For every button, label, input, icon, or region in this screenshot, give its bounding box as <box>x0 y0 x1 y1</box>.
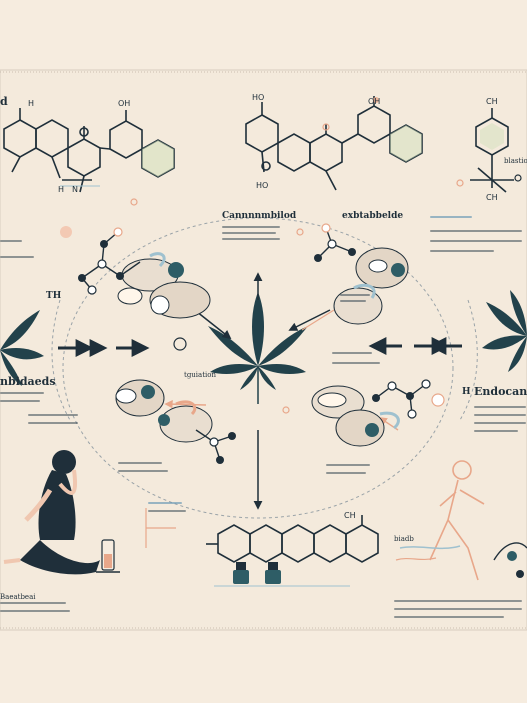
text-line <box>430 216 472 218</box>
receptor-molecule-bottom-left-icon <box>115 379 236 464</box>
left-side-heading: nbidaeds <box>0 375 56 388</box>
right-bottom-label: biadb <box>394 535 414 543</box>
text-line <box>430 230 522 232</box>
text-line <box>28 422 78 424</box>
text-line <box>474 422 526 424</box>
top-left-fragment: d <box>0 95 8 108</box>
text-line <box>332 352 372 354</box>
cannabis-leaf-icon <box>208 292 308 390</box>
text-line <box>148 510 186 512</box>
text-line <box>340 300 366 302</box>
text-line <box>0 610 70 612</box>
text-line <box>326 472 366 474</box>
text-line <box>430 250 494 252</box>
text-line <box>118 462 162 464</box>
atom-ho-top-center: HO <box>252 93 265 102</box>
text-line <box>0 392 44 394</box>
center-left-caption: tguiation <box>184 371 216 379</box>
orbit-path <box>62 217 454 519</box>
text-line <box>118 470 168 472</box>
atom-ch-top-right: CH <box>486 97 498 106</box>
text-line <box>394 616 504 618</box>
text-line <box>394 608 522 610</box>
left-th-label: TH <box>46 291 62 301</box>
dropper-bottle-icon <box>233 562 281 584</box>
center-heading: Cannnnmbilod <box>222 211 297 221</box>
atom-oh-top-center: OH <box>368 97 381 106</box>
text-line <box>394 600 522 602</box>
text-line <box>474 414 526 416</box>
text-line <box>0 256 34 258</box>
text-line <box>222 226 280 228</box>
atom-h-top-left: H <box>28 99 35 108</box>
text-line <box>430 240 522 242</box>
text-line <box>28 414 78 416</box>
atom-ch-bottom: CH <box>344 511 356 520</box>
text-line <box>332 362 380 364</box>
cannabis-leaf-right-icon <box>482 290 527 372</box>
walking-person-icon <box>429 460 485 581</box>
text-line <box>326 464 370 466</box>
atom-oh-top-left: OH <box>118 99 131 108</box>
molecule-bottom-center <box>206 515 379 563</box>
text-line <box>0 240 22 242</box>
receptor-molecule-bottom-right-icon <box>311 379 445 447</box>
atom-ho-bottom-center: HO <box>256 181 269 190</box>
meditating-person-icon <box>3 450 100 575</box>
right-side-heading: Endocan <box>474 385 527 398</box>
molecule-top-right <box>470 108 514 193</box>
text-line <box>222 238 280 240</box>
receptor-molecule-icon <box>60 198 211 351</box>
text-line <box>474 430 518 432</box>
text-line <box>0 400 40 402</box>
bottom-left-caption: Baeatbeai <box>0 593 36 601</box>
atom-h2-top-left: H <box>58 185 65 194</box>
text-line <box>222 232 276 234</box>
text-line <box>0 602 66 604</box>
right-heading: exbtabbelde <box>342 211 404 221</box>
right-side-h: H <box>462 387 471 397</box>
main-panel <box>0 69 527 631</box>
molecule-top-center <box>245 96 423 191</box>
top-right-label: blastio <box>504 157 527 165</box>
receptor-molecule-top-right-icon <box>296 223 409 325</box>
text-line <box>148 502 182 504</box>
atom-ch-bottom-right: CH <box>486 193 498 202</box>
atom-n-top-left: N <box>72 185 78 194</box>
text-line <box>474 406 526 408</box>
cannabis-leaf-left-icon <box>0 310 44 386</box>
text-line <box>340 294 370 296</box>
